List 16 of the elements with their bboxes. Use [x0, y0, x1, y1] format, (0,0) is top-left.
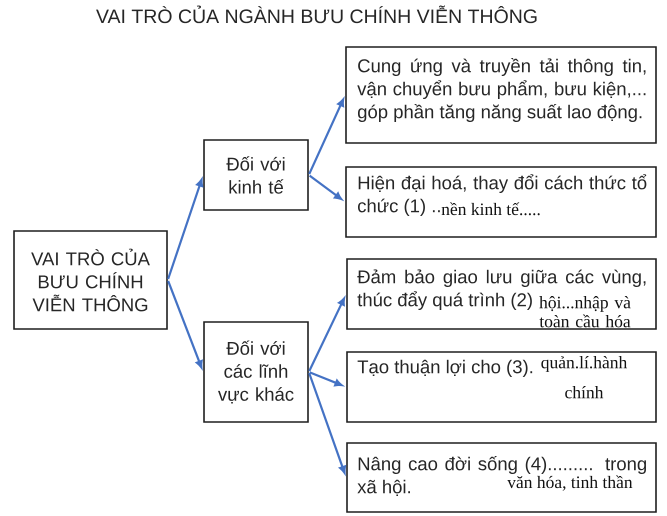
arrow: [308, 98, 344, 175]
arrow: [309, 371, 342, 386]
answer-text: quản.lí.hành chính: [541, 356, 628, 398]
arrow: [308, 298, 346, 372]
text-box: Cung ứng và truyền tải thông tin, vận chuyển bưu phẩm, bưu kiện,... góp phần tăng năng suất lao động.: [345, 46, 657, 144]
answer-text: nền kinh tế.....: [442, 202, 540, 216]
arrow: [308, 174, 342, 200]
arrow: [167, 280, 203, 368]
answer-text: hội...nhập và toàn cầu hóa: [539, 296, 631, 328]
text-box: Đối với các lĩnh vực khác: [203, 321, 309, 423]
answer-text: văn hóa, tinh thần: [507, 475, 632, 491]
arrow: [308, 372, 346, 474]
title: VAI TRÒ CỦA NGÀNH BƯU CHÍNH VIỄN THÔNG: [96, 6, 537, 24]
text-box: Đối với kinh tế: [203, 139, 309, 211]
text-box: VAI TRÒ CỦA BƯU CHÍNH VIỄN THÔNG: [13, 230, 168, 330]
arrow: [167, 178, 204, 280]
